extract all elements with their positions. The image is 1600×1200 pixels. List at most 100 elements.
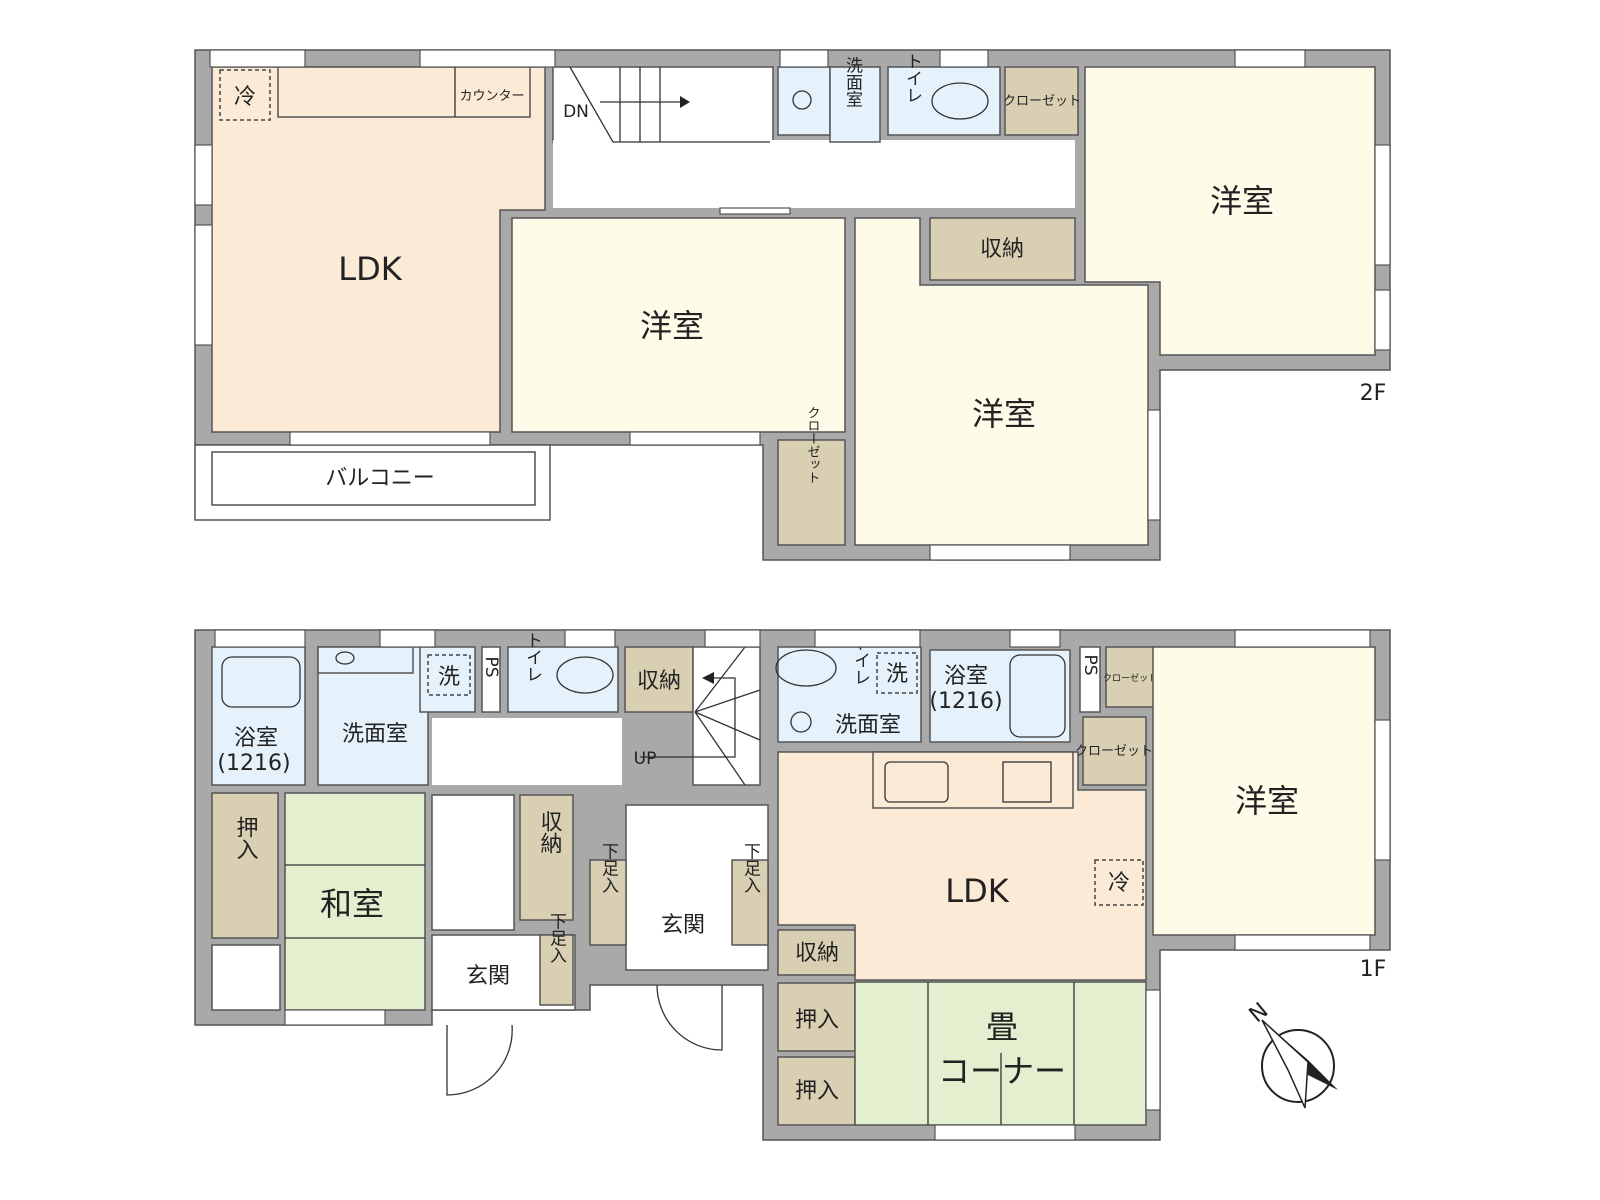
windows [194, 49, 1391, 1141]
window [629, 431, 761, 446]
ldk-label-1f: LDK [945, 872, 1009, 910]
room-washitsu [284, 792, 426, 1011]
washroom-label-left: 洗面室 [342, 722, 408, 747]
compass-north-label: N [1245, 998, 1274, 1028]
shoe-box-label-left: 下足入 [546, 913, 567, 964]
window [209, 49, 306, 68]
window [564, 629, 616, 648]
window [1145, 989, 1161, 1111]
stairs-outline [569, 66, 770, 143]
window [779, 49, 829, 68]
vanity-left [317, 646, 414, 674]
storage-label-2f: 収納 [980, 237, 1024, 262]
window [934, 1124, 1076, 1141]
western-right-label: 洋室 [1210, 182, 1274, 220]
floor-2f: バルコニー カウンター 冷 LDK DN 洗面室 トイレ クローゼット 洋室 洋… [194, 49, 1391, 561]
window [704, 629, 761, 648]
storage-label-1f-right: 収納 [795, 941, 839, 966]
oshiire-label-right-2: 押入 [795, 1079, 839, 1104]
closet-label-right: クローゼット [1075, 744, 1153, 759]
balcony [194, 444, 551, 521]
toilet-icon [775, 649, 837, 687]
toilet-label-2f: トイレ [902, 53, 922, 104]
washer-label-left: 洗 [438, 665, 460, 690]
arrow-head-icon [702, 672, 714, 684]
window [284, 1009, 386, 1026]
ldk-label-2f: LDK [338, 250, 402, 288]
arrow-head-icon [680, 96, 690, 108]
balcony-inner [211, 451, 536, 506]
window [1234, 629, 1371, 648]
hall-left [432, 718, 622, 785]
washer-area-left [419, 646, 476, 713]
bath-right [929, 649, 1071, 743]
washer-space-right [876, 652, 918, 694]
genkan-label-left: 玄関 [466, 964, 510, 989]
oshiire-right-1 [777, 982, 856, 1052]
closet-label-2f-top: クローゼット [1003, 94, 1081, 109]
window [1374, 144, 1391, 266]
counter-label: カウンター [459, 89, 524, 104]
tatami-corner-label-1: 畳 [986, 1008, 1018, 1046]
shoe-box-right-a [589, 859, 627, 946]
ps-left [481, 646, 501, 713]
stairs-2f [552, 66, 774, 143]
alcove-left [211, 944, 281, 1011]
toilet-icon [931, 82, 989, 120]
floor-1f: 浴室 (1216) 洗面室 洗 PS トイレ 収納 UP 押入 和室 収納 玄関… [194, 629, 1391, 1141]
washroom-label-right: 洗面室 [835, 713, 901, 738]
floor-label-2f: 2F [1360, 381, 1387, 406]
toilet-icon [556, 656, 614, 694]
window [1374, 289, 1391, 351]
washroom-2f [829, 66, 881, 143]
storage-2f [929, 217, 1076, 281]
shoe-box-label-right-a: 下足入 [598, 843, 619, 894]
stairs-arrow [640, 677, 736, 758]
entrance-door-left[interactable] [446, 1024, 513, 1096]
room-western-1f [1152, 646, 1376, 936]
shoe-box-label-right-b: 下足入 [740, 843, 761, 894]
closet-right [1082, 716, 1147, 786]
counter [277, 66, 531, 118]
washitsu-label: 和室 [320, 885, 384, 923]
bath-label-left: 浴室 [234, 726, 278, 751]
room-western-lower-2f [854, 217, 1149, 546]
kitchen-sink-icon [884, 761, 949, 803]
washer-label-right: 洗 [886, 662, 908, 687]
room-western-right-2f [1084, 66, 1376, 356]
bathtub-icon [221, 656, 301, 708]
window [214, 629, 306, 648]
window [1147, 409, 1161, 521]
bath-size-right: (1216) [929, 689, 1002, 714]
room-western-middle-2f [511, 217, 846, 433]
compass: N [1245, 998, 1338, 1109]
stove-icon [1002, 761, 1052, 803]
washer-space-left [427, 654, 471, 696]
bath-label-right: 浴室 [944, 664, 988, 689]
closet-small-label: クローゼット [1103, 672, 1157, 684]
balcony-label: バルコニー [325, 466, 435, 491]
oshiire-label-left: 押入 [233, 816, 259, 860]
closet-label-2f-vertical: クローゼット [805, 406, 821, 484]
stairs-dn-label: DN [563, 102, 589, 122]
western-lower-label: 洋室 [972, 395, 1036, 433]
window [719, 207, 791, 215]
entrance-door-right[interactable] [656, 984, 723, 1051]
toilet-washroom-right [777, 646, 922, 743]
western-middle-label: 洋室 [640, 307, 704, 345]
hall-closet-left [431, 794, 515, 931]
stair-step [694, 689, 761, 713]
window [939, 49, 989, 68]
compass-ring [1261, 1029, 1335, 1103]
bath-size-left: (1216) [217, 751, 290, 776]
corridor-2f [553, 140, 1075, 208]
fridge-space-1f [1094, 859, 1144, 906]
window [1234, 49, 1306, 68]
sink-icon [790, 711, 812, 733]
toilet-2f [887, 66, 1001, 136]
washroom-sink-2f [777, 66, 831, 136]
window [929, 544, 1071, 561]
closet-2f-top [1004, 66, 1079, 136]
toilet-label-left: トイレ [522, 632, 542, 683]
